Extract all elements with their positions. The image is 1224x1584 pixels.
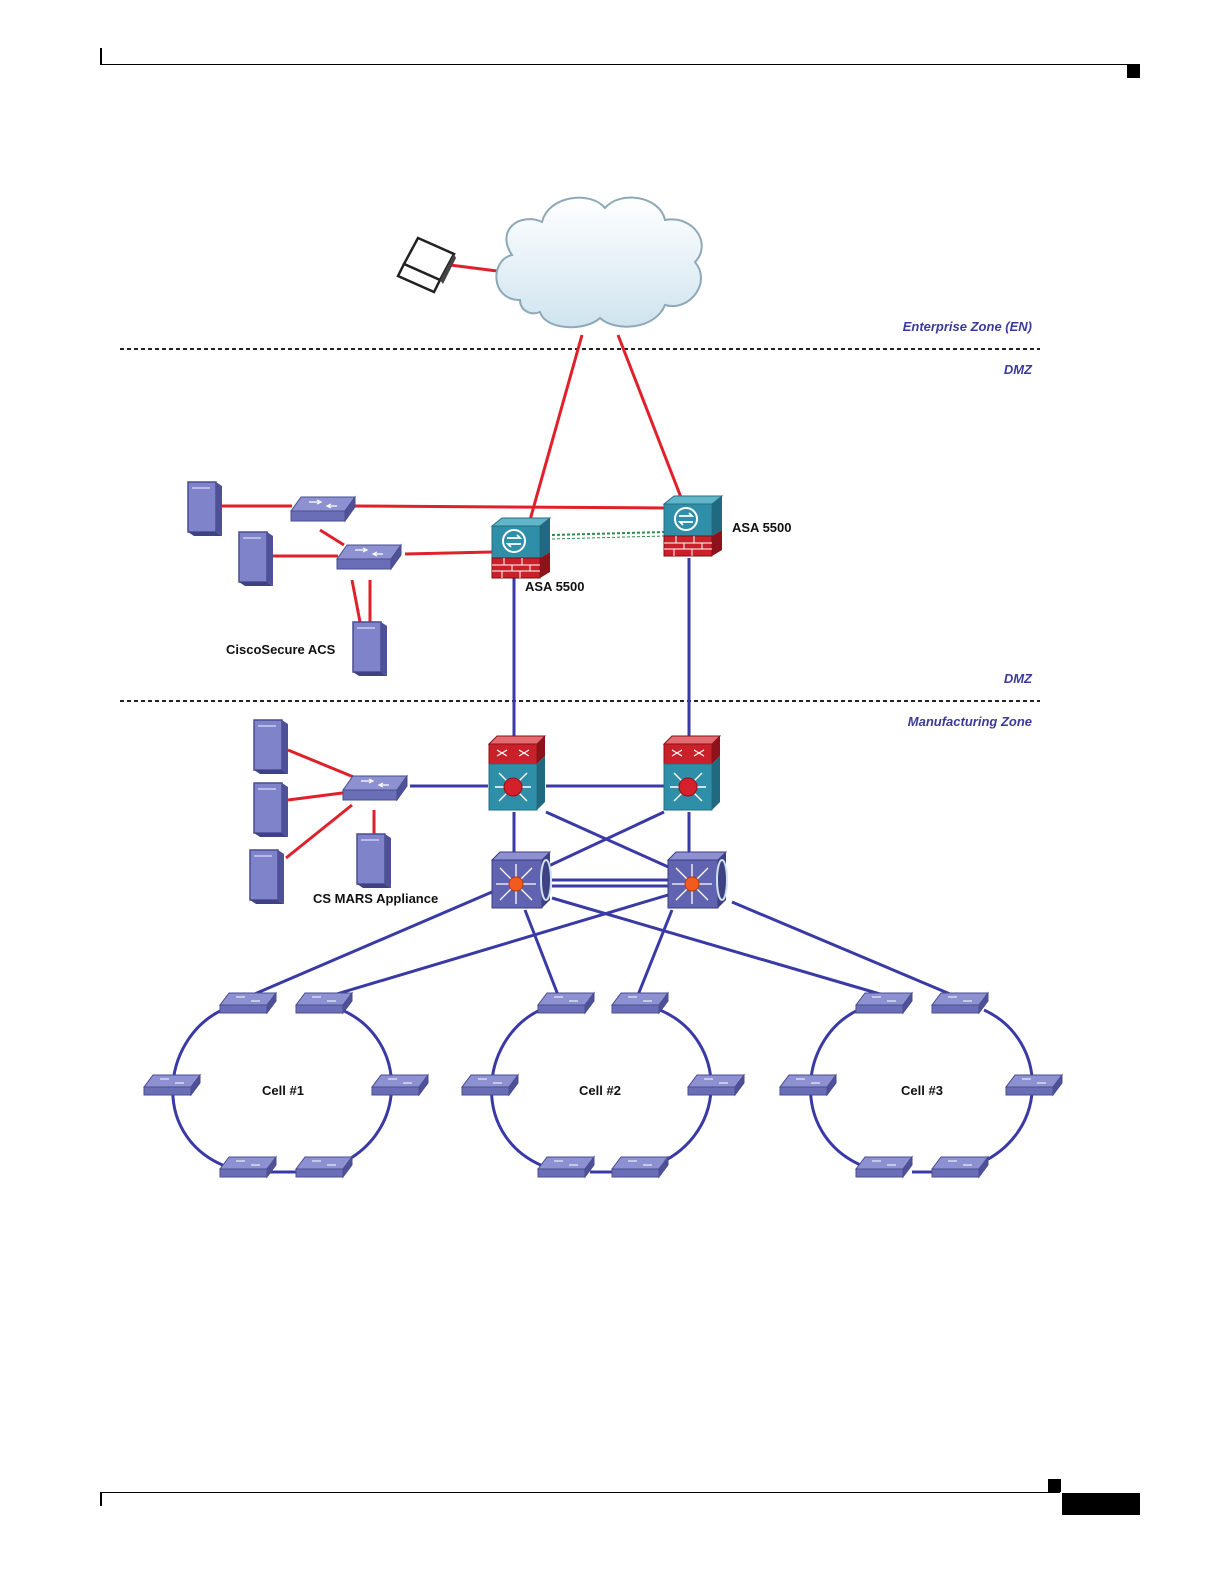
- core-switch-icon: [492, 852, 551, 908]
- switch-icon: [612, 1157, 668, 1177]
- switch-icon: [343, 776, 407, 800]
- zone-label-manufacturing: Manufacturing Zone: [908, 714, 1032, 729]
- mars-label: CS MARS Appliance: [313, 891, 438, 906]
- layer3-switch-icon: [664, 736, 720, 810]
- switch-icon: [291, 497, 355, 521]
- layer3-switch-icon: [489, 736, 545, 810]
- server-icon: [254, 783, 288, 837]
- firewall-icon: [664, 496, 722, 556]
- switch-icon: [144, 1075, 200, 1095]
- switch-icon: [337, 545, 401, 569]
- asa-left-label: ASA 5500: [525, 579, 585, 594]
- server-icon: [353, 622, 387, 676]
- cell-1-label: Cell #1: [262, 1083, 304, 1098]
- switch-icon: [220, 1157, 276, 1177]
- switch-icon: [856, 1157, 912, 1177]
- cell-3-label: Cell #3: [901, 1083, 943, 1098]
- acs-label: CiscoSecure ACS: [226, 642, 336, 657]
- switch-icon: [688, 1075, 744, 1095]
- failover-link: [552, 532, 664, 535]
- asa-right-label: ASA 5500: [732, 520, 792, 535]
- server-icon: [239, 532, 273, 586]
- cloud-icon: [496, 198, 701, 328]
- red-links: [220, 265, 682, 858]
- switch-icon: [296, 993, 352, 1013]
- switch-icon: [296, 1157, 352, 1177]
- firewall-icon: [492, 518, 550, 578]
- switch-icon: [932, 993, 988, 1013]
- laptop-icon: [398, 238, 456, 292]
- server-icon: [357, 834, 391, 888]
- server-icon: [250, 850, 284, 904]
- zone-label-enterprise: Enterprise Zone (EN): [903, 319, 1032, 334]
- switch-icon: [1006, 1075, 1062, 1095]
- switch-icon: [612, 993, 668, 1013]
- switch-icon: [220, 993, 276, 1013]
- server-icon: [254, 720, 288, 774]
- switch-icon: [538, 1157, 594, 1177]
- switch-icon: [780, 1075, 836, 1095]
- switch-icon: [462, 1075, 518, 1095]
- switch-icon: [538, 993, 594, 1013]
- core-switch-icon: [668, 852, 727, 908]
- switch-icon: [856, 993, 912, 1013]
- server-icon: [188, 482, 222, 536]
- cell-2-label: Cell #2: [579, 1083, 621, 1098]
- switch-icon: [372, 1075, 428, 1095]
- zone-label-dmz-bottom: DMZ: [1004, 671, 1033, 686]
- zone-label-dmz-top: DMZ: [1004, 362, 1033, 377]
- switch-icon: [932, 1157, 988, 1177]
